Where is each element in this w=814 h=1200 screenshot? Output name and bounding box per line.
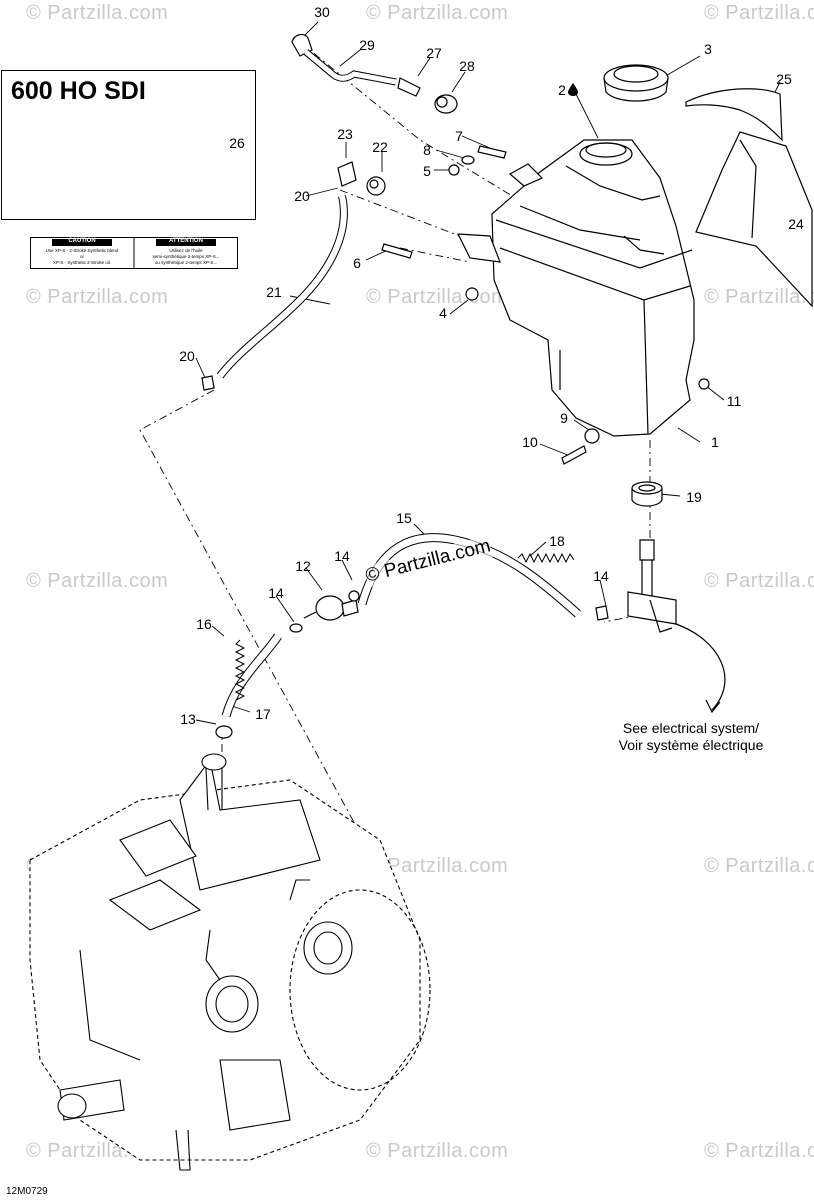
tank-bracket: [456, 233, 501, 263]
callout-17: 17: [255, 706, 271, 722]
warning-decal: CAUTION Use XP-S - 2-Stroke Synthetic bl…: [30, 237, 238, 269]
callout-25: 25: [776, 71, 792, 87]
watermark: © Partzilla.com: [366, 1140, 509, 1162]
oil-drop-icon: [568, 83, 578, 96]
retainer-strap: [685, 88, 783, 142]
watermark: © Partzilla.com: [26, 286, 169, 308]
callout-29: 29: [359, 37, 375, 53]
heat-shield: [695, 131, 813, 308]
spring-18: [517, 552, 575, 564]
decal-right-heading: ATTENTION: [169, 238, 203, 244]
callout-7: 7: [455, 128, 463, 144]
callout-2: 2: [558, 82, 566, 98]
callout-8: 8: [423, 142, 431, 158]
callout-21: 21: [266, 284, 282, 300]
oil-cap: [603, 64, 669, 102]
watermark: © Partzilla.com: [26, 2, 169, 24]
callout-10: 10: [522, 434, 538, 450]
callout-23: 23: [337, 126, 353, 142]
callout-22: 22: [372, 139, 388, 155]
callout-16: 16: [196, 616, 212, 632]
callout-14-mid: 14: [334, 548, 350, 564]
callout-20-top: 20: [294, 188, 310, 204]
callout-1: 1: [711, 434, 719, 450]
watermark: © Partzilla.com: [704, 570, 814, 592]
small-hardware: [337, 145, 710, 465]
callout-14-right: 14: [593, 568, 609, 584]
model-title: 600 HO SDI: [11, 77, 146, 105]
warning-decal-frame: [30, 237, 238, 269]
watermark: © Partzilla.com: [704, 286, 814, 308]
engine: [29, 753, 431, 1171]
callout-19: 19: [686, 489, 702, 505]
diagram-id: 12M0729: [6, 1186, 48, 1197]
callout-14-left: 14: [268, 585, 284, 601]
callout-20-bottom: 20: [179, 348, 195, 364]
model-info-box: 600 HO SDI CAUTION Use XP-S - 2-Stroke S…: [1, 70, 256, 269]
electrical-note: See electrical system/ Voir système élec…: [596, 720, 786, 754]
callout-24: 24: [788, 216, 804, 232]
callout-5: 5: [423, 163, 431, 179]
watermark: © Partzilla.com: [26, 570, 169, 592]
leader-lines: [195, 21, 791, 725]
callout-26: 26: [229, 135, 245, 151]
dash-line-left: [139, 389, 381, 871]
callout-9: 9: [560, 410, 568, 426]
callout-3: 3: [704, 41, 712, 57]
clamp-14-right: [595, 605, 609, 621]
dash-line-bolt6: [399, 247, 471, 263]
decal-left-line2: or: [79, 254, 84, 259]
tank-hose: [201, 195, 348, 391]
vent-hose-assembly: [291, 33, 458, 114]
spring-16: [234, 639, 246, 701]
callout-6: 6: [353, 255, 361, 271]
callout-11: 11: [726, 393, 742, 409]
decal-left-heading: CAUTION: [68, 238, 96, 244]
grommet: [631, 481, 663, 507]
electrical-note-line2: Voir système électrique: [618, 737, 764, 753]
watermark: © Partzilla.com: [704, 855, 814, 877]
oil-tank: [491, 139, 695, 437]
watermark: © Partzilla.com: [366, 855, 509, 877]
callout-12: 12: [295, 558, 311, 574]
callout-28: 28: [459, 58, 475, 74]
oil-filter: [289, 590, 360, 633]
decal-right-line2: semi-synthétique 2-temps XP-S...: [152, 254, 220, 259]
electrical-note-line1: See electrical system/: [622, 720, 760, 736]
decal-left-line3: XP-S - Synthetic 2-Stroke oil.: [52, 260, 112, 265]
watermark: © Partzilla.com: [366, 2, 509, 24]
decal-right-line3: ou synthétique 2-temps XP-S...: [154, 260, 218, 265]
level-sensor: [627, 539, 677, 633]
callout-30: 30: [314, 4, 330, 20]
decal-left-line1: Use XP-S - 2-Stroke Synthetic blend: [45, 248, 119, 253]
decal-right-line1: Utilisez de l'huile: [169, 248, 203, 253]
dash-line-clamp: [339, 189, 471, 241]
callout-18: 18: [549, 533, 565, 549]
electrical-arrow: [675, 623, 726, 711]
hose-17: [215, 633, 282, 739]
watermark: © Partzilla.com: [704, 2, 814, 24]
watermark: © Partzilla.com: [704, 1140, 814, 1162]
callout-4: 4: [439, 305, 447, 321]
callout-15: 15: [396, 510, 412, 526]
callout-13: 13: [180, 711, 196, 727]
callout-27: 27: [426, 45, 442, 61]
